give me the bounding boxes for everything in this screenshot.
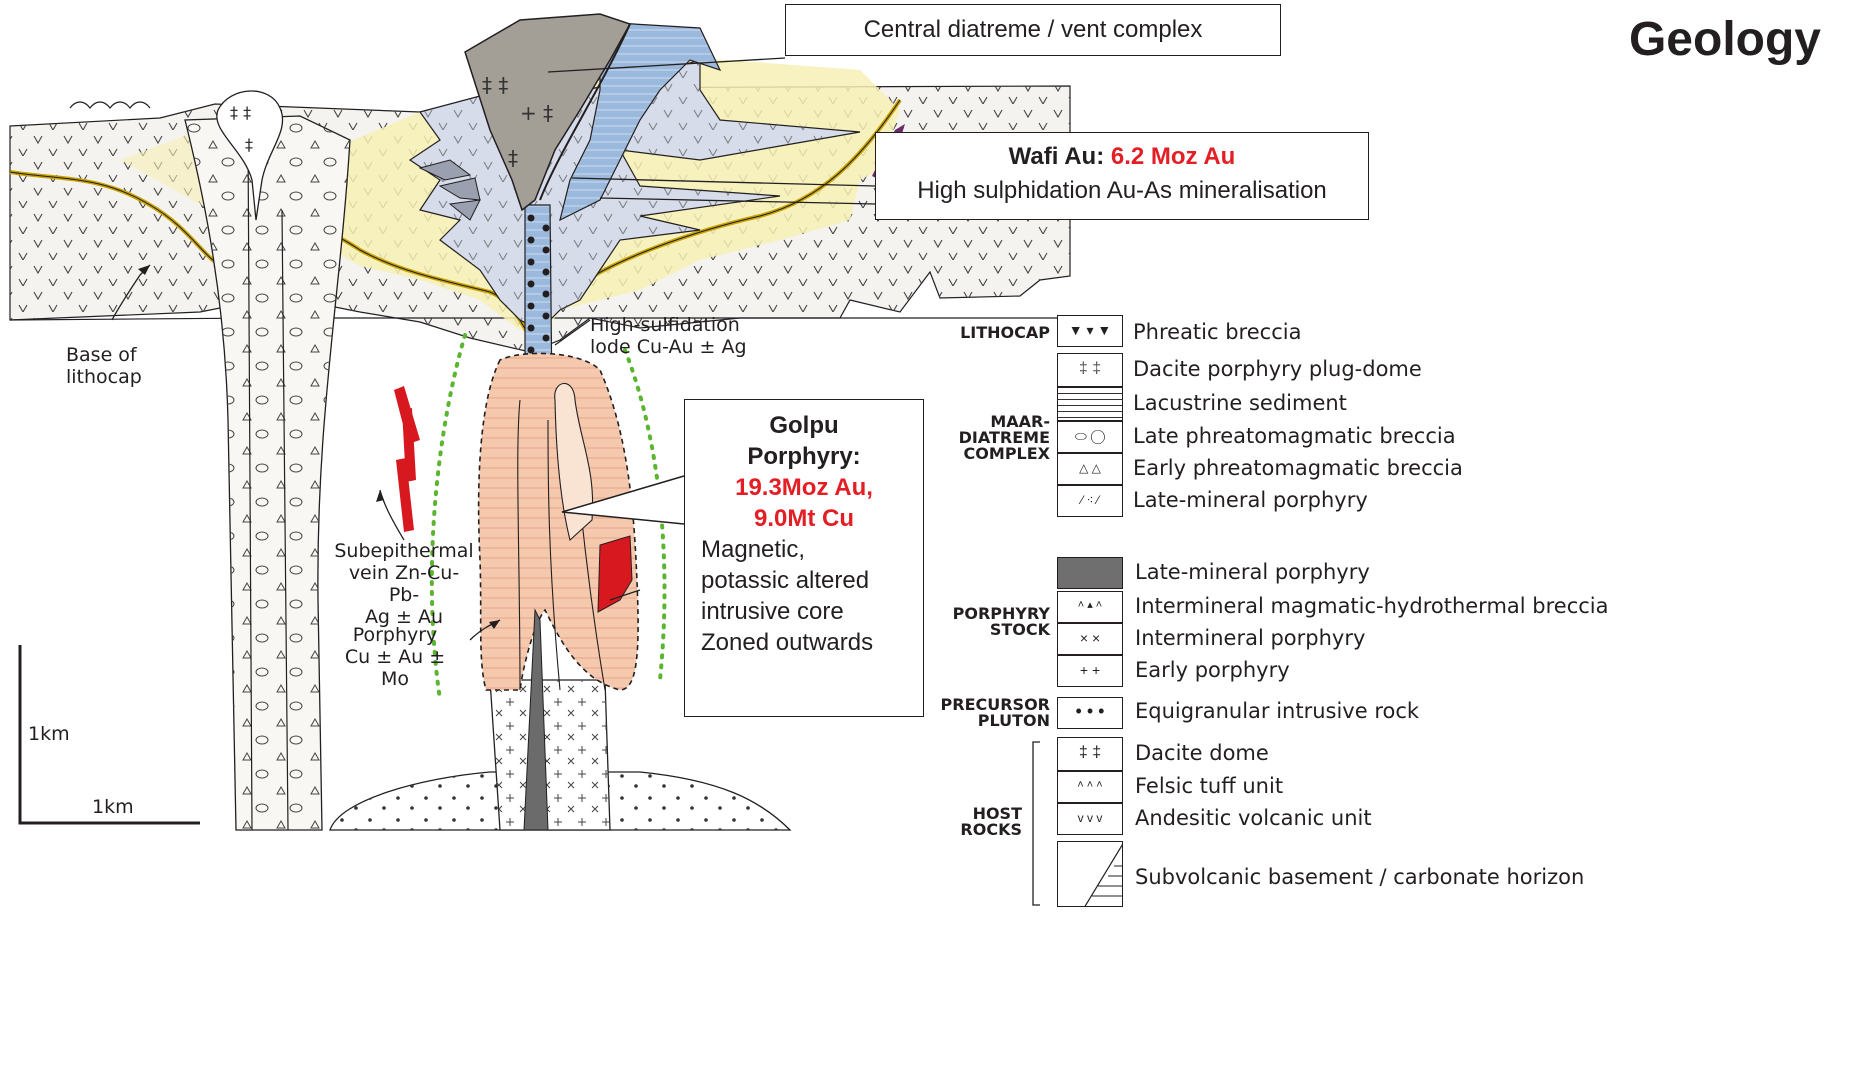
scale-vertical-label: 1km: [28, 723, 70, 745]
legend-item-early-porphyry: Early porphyry: [1135, 658, 1290, 682]
swatch-phreatic-breccia: ▼ ▾ ▼: [1057, 315, 1123, 347]
legend-item-phreatic-breccia: Phreatic breccia: [1133, 320, 1301, 344]
swatch-late-phreatomagmatic: ⬭ ◯: [1057, 421, 1123, 453]
base-lithocap-label: Base of lithocap: [66, 344, 142, 388]
legend-cat-host-2: ROCKS: [950, 822, 1022, 838]
page-title: Geology: [1629, 12, 1821, 67]
legend-cat-maar-3: COMPLEX: [950, 446, 1050, 462]
legend-cat-precursor-2: PLUTON: [940, 713, 1050, 729]
legend-cat-lithocap: LITHOCAP: [950, 325, 1050, 341]
legend-item-intermineral-porphyry: Intermineral porphyry: [1135, 626, 1365, 650]
swatch-andesitic: v v v: [1057, 803, 1123, 835]
svg-text:‡: ‡: [508, 146, 518, 170]
golpu-title-2: Porphyry:: [701, 441, 907, 472]
golpu-value-1: 19.3Moz Au,: [701, 472, 907, 503]
basement-swatch-art: [1058, 842, 1123, 907]
scale-horizontal-label: 1km: [92, 796, 134, 818]
porph-line-2: Cu ± Au ± Mo: [330, 646, 460, 690]
wafi-desc: High sulphidation Au-As mineralisation: [876, 177, 1368, 205]
surface-bumps: [70, 102, 150, 108]
swatch-intermineral-porphyry: × ×: [1057, 623, 1123, 655]
golpu-desc-2: potassic altered: [701, 565, 907, 596]
legend-cat-porph-2: STOCK: [950, 622, 1050, 638]
host-rocks-bracket: [1033, 742, 1040, 905]
hs-lode-line-1: High-sulfidation: [590, 314, 747, 336]
golpu-title-1: Golpu: [701, 410, 907, 441]
golpu-desc-3: intrusive core: [701, 596, 907, 627]
golpu-callout: Golpu Porphyry: 19.3Moz Au, 9.0Mt Cu Mag…: [684, 399, 924, 717]
legend-cat-porphyry: PORPHYRY STOCK: [950, 606, 1050, 638]
swatch-dacite-porphyry: ‡ ‡: [1057, 353, 1123, 387]
svg-text:+ ‡: + ‡: [520, 101, 553, 125]
legend-cat-precursor: PRECURSOR PLUTON: [940, 697, 1050, 729]
swatch-late-mineral-porphyry-diatreme: ⁄ ⁖ ⁄: [1057, 485, 1123, 517]
legend-item-late-mineral-porphyry: Late-mineral porphyry: [1135, 560, 1370, 584]
svg-text:‡: ‡: [245, 135, 253, 154]
swatch-intermineral-breccia: ˄ ▴ ˄: [1057, 591, 1123, 623]
golpu-desc-4: Zoned outwards: [701, 627, 907, 658]
central-diatreme-callout: Central diatreme / vent complex: [785, 4, 1281, 56]
legend-item-felsic-tuff: Felsic tuff unit: [1135, 774, 1283, 798]
subepi-line-2: vein Zn-Cu-Pb-: [334, 562, 474, 606]
legend-item-andesitic: Andesitic volcanic unit: [1135, 806, 1372, 830]
subepithermal-label: Subepithermal vein Zn-Cu-Pb- Ag ± Au: [334, 540, 474, 628]
swatch-lacustrine: [1057, 387, 1123, 421]
wafi-value: 6.2 Moz Au: [1111, 143, 1235, 170]
svg-text:‡ ‡: ‡ ‡: [230, 103, 251, 122]
swatch-subvolcanic-basement: [1057, 841, 1123, 907]
swatch-early-porphyry: + +: [1057, 655, 1123, 687]
legend-item-dacite-porphyry: Dacite porphyry plug-dome: [1133, 357, 1422, 381]
legend-cat-host: HOST ROCKS: [950, 806, 1022, 838]
legend-item-subvolcanic-basement: Subvolcanic basement / carbonate horizon: [1135, 865, 1584, 889]
golpu-value-2: 9.0Mt Cu: [701, 503, 907, 534]
swatch-felsic-tuff: ˄ ˄ ˄: [1057, 771, 1123, 803]
base-lithocap-line-1: Base of: [66, 344, 142, 366]
subepithermal-vein: [394, 386, 420, 532]
wafi-label: Wafi Au:: [1009, 143, 1105, 170]
legend-item-late-mineral-porphyry-diatreme: Late-mineral porphyry: [1133, 488, 1368, 512]
swatch-early-phreatomagmatic: △ △: [1057, 453, 1123, 485]
legend-cat-maar: MAAR- DIATREME COMPLEX: [950, 414, 1050, 462]
porphyry-cu-label: Porphyry Cu ± Au ± Mo: [330, 624, 460, 690]
hs-lode-label: High-sulfidation lode Cu-Au ± Ag: [590, 314, 747, 358]
legend-item-early-phreatomagmatic: Early phreatomagmatic breccia: [1133, 456, 1463, 480]
legend-item-dacite-dome: Dacite dome: [1135, 741, 1269, 765]
hs-lode-line-2: lode Cu-Au ± Ag: [590, 336, 747, 358]
wafi-callout-line1: Wafi Au: 6.2 Moz Au: [876, 143, 1368, 171]
swatch-late-mineral-porphyry: [1057, 557, 1123, 589]
wafi-callout: Wafi Au: 6.2 Moz Au High sulphidation Au…: [875, 132, 1369, 220]
swatch-dacite-dome: ‡ ‡: [1057, 737, 1123, 771]
legend-item-equigranular: Equigranular intrusive rock: [1135, 699, 1419, 723]
central-callout-text: Central diatreme / vent complex: [864, 16, 1203, 43]
base-lithocap-line-2: lithocap: [66, 366, 142, 388]
golpu-desc-1: Magnetic,: [701, 534, 907, 565]
swatch-equigranular: • • •: [1057, 697, 1123, 729]
svg-text:‡ ‡: ‡ ‡: [482, 73, 508, 97]
legend-item-late-phreatomagmatic: Late phreatomagmatic breccia: [1133, 424, 1456, 448]
legend-item-lacustrine: Lacustrine sediment: [1133, 391, 1347, 415]
subepi-line-1: Subepithermal: [334, 540, 474, 562]
legend-item-intermineral-breccia: Intermineral magmatic-hydrothermal brecc…: [1135, 594, 1609, 618]
porph-line-1: Porphyry: [330, 624, 460, 646]
